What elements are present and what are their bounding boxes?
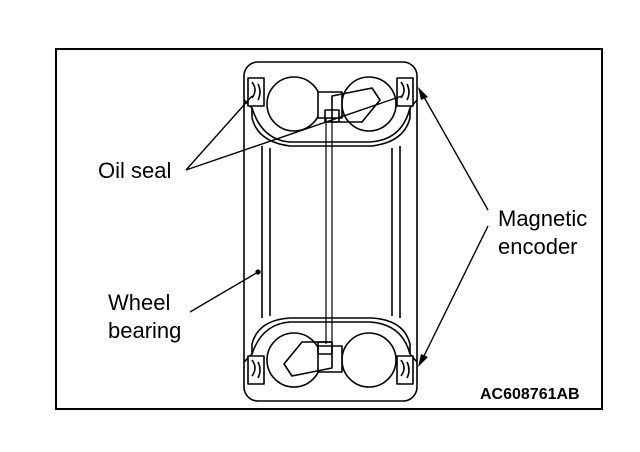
wheel-bearing-leader-dot	[255, 269, 261, 275]
label-magnetic-encoder-line2: encoder	[498, 234, 578, 259]
ball-lower-right	[341, 332, 397, 388]
ball-upper-left	[266, 76, 322, 132]
ball-lower-left	[266, 332, 322, 388]
wheel-bearing-leader	[189, 271, 259, 313]
magnetic-encoder-upper	[396, 77, 414, 107]
oil-seal-lower	[247, 355, 265, 385]
magnetic-encoder-lower	[396, 355, 414, 385]
cage-lower	[317, 345, 343, 373]
upper-race	[243, 99, 418, 143]
label-oil-seal: Oil seal	[98, 158, 172, 183]
oil-seal-leader-1	[185, 95, 253, 171]
encoder-arrowhead-lower	[418, 354, 428, 367]
oil-seal-leader-2	[185, 95, 403, 171]
cage-upper	[317, 91, 343, 119]
label-wheel-bearing-line2: bearing	[108, 318, 182, 343]
encoder-leader-lower	[419, 225, 489, 365]
lower-race	[243, 321, 418, 363]
figure-frame	[55, 48, 603, 410]
bearing-outer-body	[243, 61, 418, 402]
label-magnetic-encoder-line1: Magnetic	[498, 206, 588, 231]
encoder-leader-upper	[419, 89, 489, 211]
label-wheel-bearing-line1: Wheel	[108, 290, 171, 315]
encoder-arrowhead-upper	[418, 87, 428, 100]
figure-code: AC608761AB	[480, 386, 580, 403]
ball-upper-right	[341, 76, 397, 132]
oil-seal-upper	[247, 77, 265, 107]
